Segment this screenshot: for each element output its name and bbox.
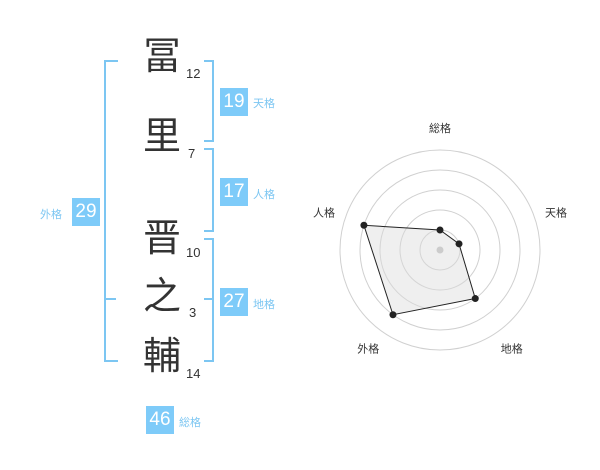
stroke-count-3: 10: [186, 245, 201, 260]
soukaku-label: 総格: [179, 416, 201, 429]
radar-point-4: [360, 221, 368, 229]
radar-point-0: [436, 226, 444, 234]
radar-axis-label-2: 地格: [501, 342, 523, 356]
name-char-4: 之: [142, 274, 181, 318]
radar-ring-3: [379, 189, 501, 311]
name-char-3: 晋: [142, 216, 181, 260]
chikaku-bracket-tick: [204, 298, 214, 300]
tenkaku-value: 19: [220, 88, 248, 116]
radar-area: [363, 224, 476, 316]
stroke-count-4: 3: [189, 305, 197, 320]
radar-axis-label-4: 人格: [313, 205, 335, 219]
chikaku-value: 27: [220, 288, 248, 316]
stroke-count-5: 14: [186, 366, 201, 381]
jinkaku-label: 人格: [253, 188, 275, 201]
radar-axis-label-3: 外格: [357, 342, 379, 356]
name-char-5: 輔: [142, 334, 181, 378]
soukaku-value: 46: [146, 406, 174, 434]
gaikaku-value: 29: [72, 198, 100, 226]
radar-axis-label-1: 天格: [545, 205, 567, 219]
chikaku-label: 地格: [253, 298, 275, 311]
gaikaku-bracket-tick: [104, 298, 116, 300]
radar-ring-5: [339, 149, 541, 351]
radar-ring-2: [399, 209, 481, 291]
radar-point-3: [389, 311, 397, 319]
gaikaku-bracket: [104, 60, 118, 362]
chikaku-bracket: [204, 238, 214, 362]
radar-ring-4: [359, 169, 521, 331]
gaikaku-label: 外格: [40, 208, 62, 221]
tenkaku-label: 天格: [253, 97, 275, 110]
tenkaku-bracket: [204, 60, 214, 142]
name-char-2: 里: [142, 114, 181, 158]
radar-axis-label-0: 総格: [429, 121, 451, 135]
radar-point-1: [455, 240, 463, 248]
name-char-1: 冨: [142, 34, 181, 78]
radar-point-2: [471, 295, 479, 303]
jinkaku-value: 17: [220, 178, 248, 206]
radar-center: [436, 246, 444, 254]
jinkaku-bracket: [204, 148, 214, 232]
stroke-count-2: 7: [188, 146, 196, 161]
stroke-count-1: 12: [186, 66, 201, 81]
